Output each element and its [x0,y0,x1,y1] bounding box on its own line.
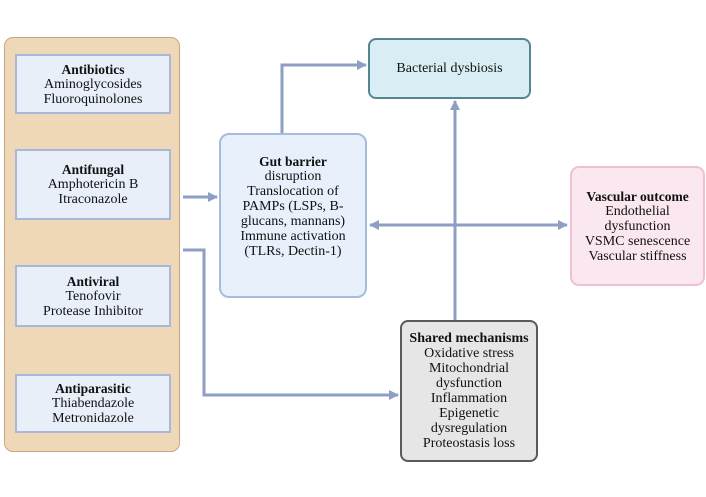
drug-class-antifungal: Antifungal Amphotericin B Itraconazole [15,149,171,220]
drug-item: Thiabendazole [51,396,135,411]
gut-barrier-line: disruption [264,169,322,184]
shared-mechanisms-line: Mitochondrial [428,361,510,376]
shared-mechanisms-line: Epigenetic [439,406,499,421]
gut-barrier-box: Gut barrier disruption Translocation of … [219,133,367,298]
drug-class-title: Antiparasitic [55,381,131,396]
drug-item: Tenofovir [65,288,121,304]
vascular-outcome-line: Vascular stiffness [588,248,687,264]
arrow-drugs-to-shared [183,248,399,400]
gut-barrier-line: Translocation of [247,184,339,199]
arrow-gut-to-dysbiosis [280,60,367,133]
drug-class-title: Antiviral [66,273,120,289]
shared-mechanisms-line: Oxidative stress [424,346,514,361]
drug-class-title: Antibiotics [61,61,125,77]
gut-barrier-line: PAMPs (LSPs, B- [242,199,344,214]
drug-class-antibiotics: Antibiotics Aminoglycosides Fluoroquinol… [15,54,171,114]
shared-mechanisms-title: Shared mechanisms [409,331,529,346]
drug-item: Fluoroquinolones [43,91,143,107]
vascular-outcome-box: Vascular outcome Endothelial dysfunction… [570,166,705,286]
drug-item: Protease Inhibitor [43,303,143,319]
drug-class-title: Antifungal [61,162,125,177]
drug-item: Itraconazole [58,192,128,207]
vascular-outcome-line: Endothelial [605,203,670,219]
shared-mechanisms-box: Shared mechanisms Oxidative stress Mitoc… [400,320,538,462]
drug-item: Aminoglycosides [44,76,142,92]
drug-class-antiparasitic: Antiparasitic Thiabendazole Metronidazol… [15,374,171,433]
gut-barrier-line: glucans, mannans) [240,214,346,229]
gut-barrier-line: Immune activation [240,229,346,244]
shared-mechanisms-line: Inflammation [430,391,508,406]
shared-mechanisms-line: dysregulation [430,421,508,436]
gut-barrier-title: Gut barrier [259,154,327,169]
bacterial-dysbiosis-box: Bacterial dysbiosis [368,38,531,99]
drug-item: Amphotericin B [47,177,139,192]
shared-mechanisms-line: Proteostasis loss [422,436,516,451]
drug-item: Metronidazole [52,411,134,426]
gut-barrier-line: (TLRs, Dectin-1) [244,244,342,259]
vascular-outcome-line: VSMC senescence [584,233,691,249]
bacterial-dysbiosis-label: Bacterial dysbiosis [396,61,503,76]
shared-mechanisms-line: dysfunction [435,376,503,391]
vascular-outcome-line: dysfunction [604,218,671,234]
vascular-outcome-title: Vascular outcome [586,188,689,204]
drug-class-antiviral: Antiviral Tenofovir Protease Inhibitor [15,265,171,327]
